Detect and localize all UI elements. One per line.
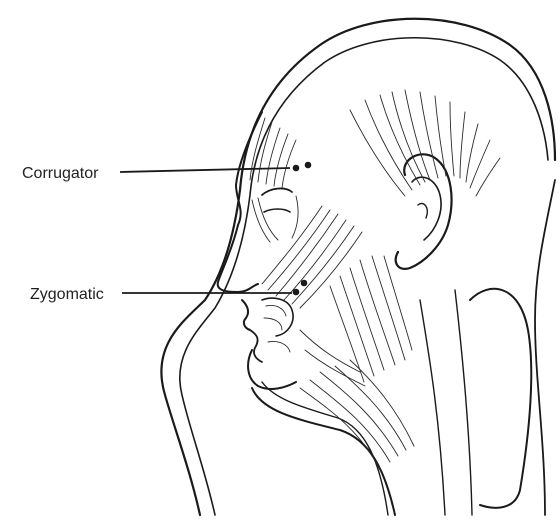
- masseter-fibers: [330, 256, 412, 382]
- corrugator-label: Corrugator: [22, 165, 99, 182]
- eye-region: [252, 188, 298, 242]
- temporalis-fibers: [350, 90, 500, 196]
- ear: [396, 154, 452, 269]
- frontalis-fibers: [250, 118, 296, 188]
- electrode-dot: [301, 280, 308, 287]
- neck-back: [420, 180, 555, 515]
- electrode-dot: [293, 165, 300, 172]
- platysma-fibers: [300, 330, 414, 470]
- corrugator-electrodes: [293, 162, 312, 172]
- electrode-dot: [293, 289, 300, 296]
- electrode-dot: [305, 162, 312, 169]
- face-profile: [218, 112, 395, 515]
- zygomatic-label: Zygomatic: [30, 286, 104, 303]
- mouth-region: [262, 298, 293, 352]
- corrugator-leader-line: [120, 168, 290, 172]
